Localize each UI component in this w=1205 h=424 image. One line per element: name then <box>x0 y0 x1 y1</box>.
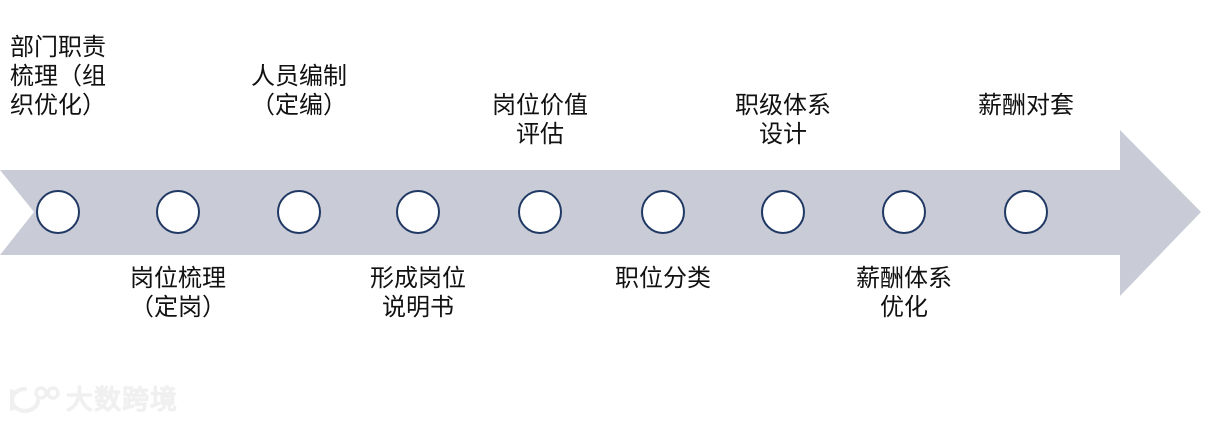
step-label-3: 人员编制（定编） <box>251 62 347 119</box>
step-label-7: 职级体系设计 <box>735 91 831 148</box>
step-label-9: 薪酬对套 <box>978 91 1074 119</box>
process-node-2[interactable] <box>156 190 200 234</box>
step-label-4: 形成岗位说明书 <box>370 264 466 321</box>
process-node-3[interactable] <box>277 190 321 234</box>
watermark-brand-text: 大数跨境 <box>66 384 178 416</box>
step-label-6: 职位分类 <box>615 264 711 292</box>
process-node-9[interactable] <box>1004 190 1048 234</box>
arrow-shape <box>0 130 1201 296</box>
process-node-1[interactable] <box>36 190 80 234</box>
step-label-5: 岗位价值评估 <box>492 91 588 148</box>
watermark: 大数跨境 <box>8 381 188 419</box>
step-label-8: 薪酬体系优化 <box>856 264 952 321</box>
step-label-2: 岗位梳理（定岗） <box>130 264 226 321</box>
process-node-4[interactable] <box>396 190 440 234</box>
process-node-8[interactable] <box>882 190 926 234</box>
ic-logo-icon <box>9 386 60 414</box>
process-arrow-band <box>0 128 1205 300</box>
process-node-5[interactable] <box>518 190 562 234</box>
step-label-1: 部门职责梳理（组织优化） <box>10 33 106 119</box>
process-node-7[interactable] <box>761 190 805 234</box>
process-node-6[interactable] <box>641 190 685 234</box>
